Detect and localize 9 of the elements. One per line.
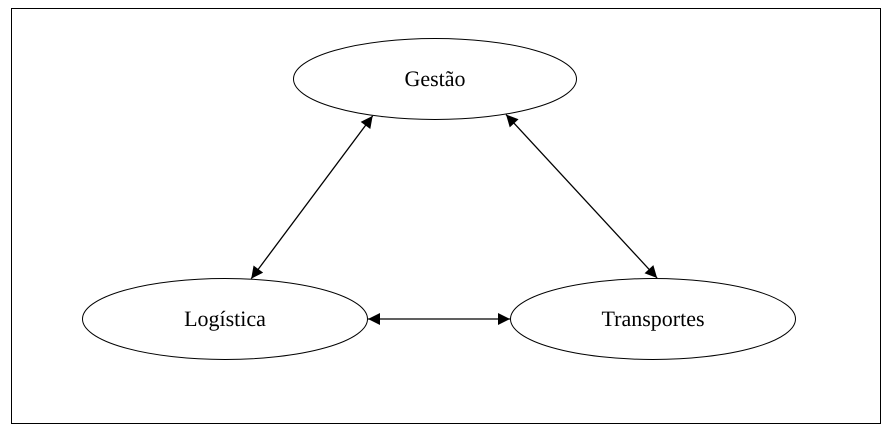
node-label: Gestão bbox=[404, 66, 466, 92]
double-arrow bbox=[506, 114, 658, 278]
ellipse-node bbox=[510, 278, 796, 360]
double-arrow bbox=[250, 115, 374, 280]
node-label: Transportes bbox=[601, 306, 705, 332]
node-label: Logística bbox=[184, 306, 266, 332]
double-arrow bbox=[368, 313, 510, 325]
ellipse-node bbox=[293, 38, 577, 120]
ellipse-node bbox=[82, 278, 368, 360]
